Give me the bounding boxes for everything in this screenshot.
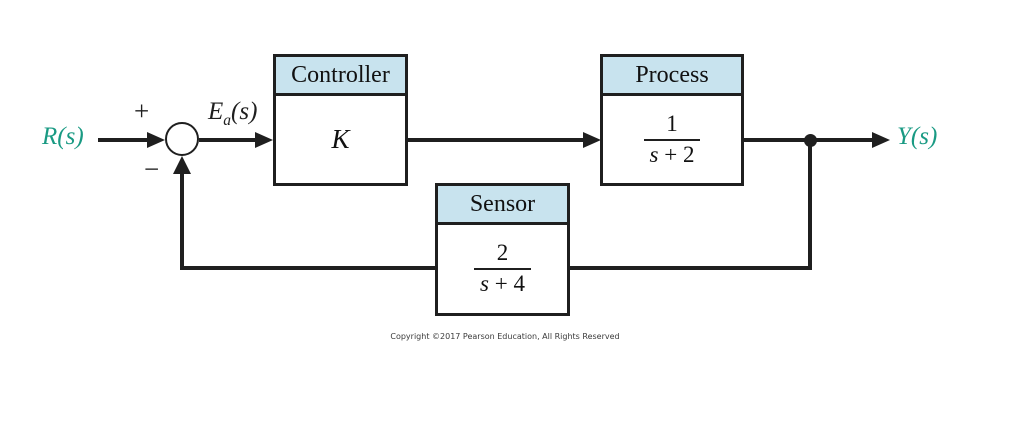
feedback-right-line (570, 266, 812, 270)
controller-gain: K (331, 124, 350, 154)
error-var: E (208, 98, 224, 125)
sensor-numerator: 2 (496, 240, 509, 266)
feedback-up-line (180, 172, 184, 270)
process-denominator: s + 2 (643, 138, 701, 170)
error-subscript: a (223, 112, 232, 129)
feedback-arrowhead-icon (173, 156, 191, 174)
sensor-block-title: Sensor (438, 186, 567, 225)
sensor-denominator: s + 4 (474, 268, 531, 299)
feedback-left-line (180, 266, 435, 270)
sum-plus-sign: + (134, 96, 150, 126)
summing-junction (165, 122, 199, 156)
feedback-down-line (808, 140, 812, 270)
controller-block-body: K (276, 96, 405, 183)
input-arrowhead-icon (147, 132, 165, 148)
copyright-text: Copyright ©2017 Pearson Education, All R… (390, 332, 620, 341)
input-signal-line (98, 138, 148, 142)
process-arrowhead-icon (583, 132, 601, 148)
error-arg: (s) (231, 98, 258, 125)
controller-block-title: Controller (276, 57, 405, 96)
controller-block: Controller K (273, 54, 408, 186)
error-arrowhead-icon (255, 132, 273, 148)
process-block-title: Process (603, 57, 741, 96)
output-signal-label: Y(s) (897, 123, 938, 150)
sum-minus-sign: − (144, 154, 160, 184)
controller-to-process-line (407, 138, 584, 142)
output-arrowhead-icon (872, 132, 890, 148)
error-signal-label: Ea(s) (208, 98, 257, 130)
input-signal-label: R(s) (42, 123, 84, 150)
error-signal-line (199, 138, 256, 142)
process-numerator: 1 (666, 110, 678, 136)
